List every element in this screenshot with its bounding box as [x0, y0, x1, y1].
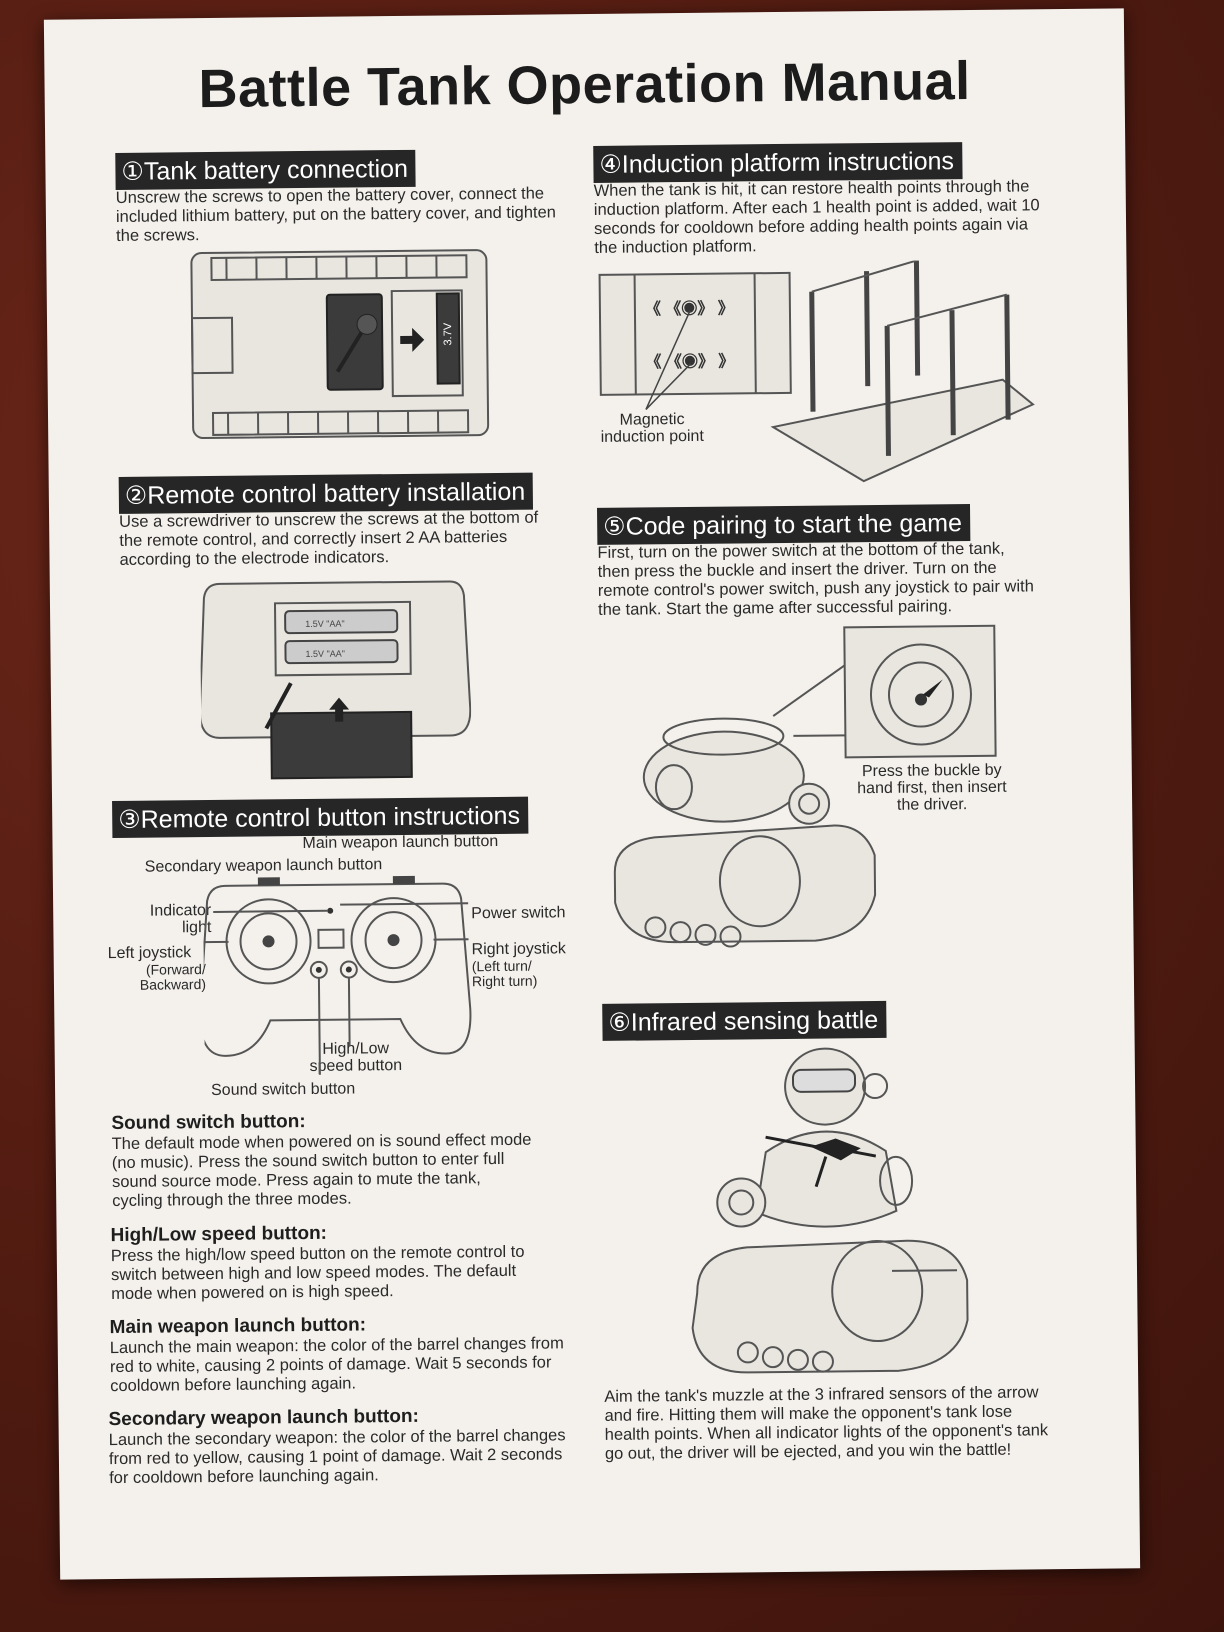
sound-button-text: The default mode when powered on is soun…: [111, 1130, 532, 1211]
remote-control-diagram: [202, 875, 472, 1075]
svg-text:《 《◉》 》: 《 《◉》 》: [645, 299, 734, 318]
main-weapon-title: Main weapon launch button:: [109, 1314, 367, 1339]
aa-battery-1-label: 1.5V "AA": [305, 619, 345, 629]
main-weapon-text: Launch the main weapon: the color of the…: [109, 1334, 564, 1396]
section-2-heading: ②Remote control battery installation: [118, 472, 534, 514]
indicator-light-label: Indicator light: [149, 901, 212, 937]
magnetic-induction-label: Magnetic induction point: [600, 411, 704, 446]
section-6-text: Aim the tank's muzzle at the 3 infrared …: [604, 1383, 1049, 1463]
secondary-weapon-title: Secondary weapon launch button:: [108, 1405, 419, 1431]
right-joystick-note: (Left turn/ Right turn): [471, 957, 538, 990]
section-1-text: Unscrew the screws to open the battery c…: [115, 184, 556, 245]
remote-battery-illustration: 1.5V "AA" 1.5V "AA": [199, 580, 472, 780]
secondary-weapon-text: Launch the secondary weapon: the color o…: [108, 1426, 566, 1488]
secondary-weapon-label: Secondary weapon launch button: [144, 856, 383, 876]
svg-text:《 《◉》 》: 《 《◉》 》: [645, 352, 734, 371]
left-joystick-label: Left joystick: [107, 944, 192, 963]
page-title: Battle Tank Operation Manual: [198, 50, 971, 120]
right-joystick-label: Right joystick: [471, 940, 566, 959]
section-5-heading: ⑤Code pairing to start the game: [597, 504, 971, 545]
tank-pairing-illustration: [613, 624, 997, 948]
induction-platform-top-view: 《 《◉》 》 《 《◉》 》: [598, 271, 792, 410]
infrared-battle-illustration: [691, 1047, 969, 1374]
section-5-text: First, turn on the power switch at the b…: [597, 539, 1034, 619]
left-joystick-note: (Forward/ Backward): [139, 961, 207, 993]
section-4-text: When the tank is hit, it can restore hea…: [593, 177, 1040, 257]
section-1-heading: ①Tank battery connection: [115, 149, 417, 190]
section-3-heading: ③Remote control button instructions: [112, 796, 529, 839]
aa-battery-2-label: 1.5V "AA": [305, 649, 345, 659]
speed-button-title: High/Low speed button:: [110, 1222, 328, 1247]
main-weapon-label: Main weapon launch button: [302, 832, 499, 853]
sound-button-title: Sound switch button:: [111, 1111, 306, 1135]
power-switch-label: Power switch: [471, 904, 566, 923]
tank-battery-illustration: 3.7V: [190, 249, 490, 440]
battery-voltage-label: 3.7V: [442, 322, 454, 345]
speed-button-text: Press the high/low speed button on the r…: [110, 1242, 525, 1304]
section-4-heading: ④Induction platform instructions: [593, 142, 963, 183]
manual-sheet: Battle Tank Operation Manual ①Tank batte…: [43, 8, 1141, 1580]
section-6-heading: ⑥Infrared sensing battle: [602, 1000, 887, 1041]
section-2-text: Use a screwdriver to unscrew the screws …: [119, 508, 539, 569]
induction-platform-perspective: [770, 259, 1035, 483]
buckle-label: Press the buckle by hand first, then ins…: [857, 761, 1007, 814]
sound-button-label: Sound switch button: [210, 1080, 356, 1100]
